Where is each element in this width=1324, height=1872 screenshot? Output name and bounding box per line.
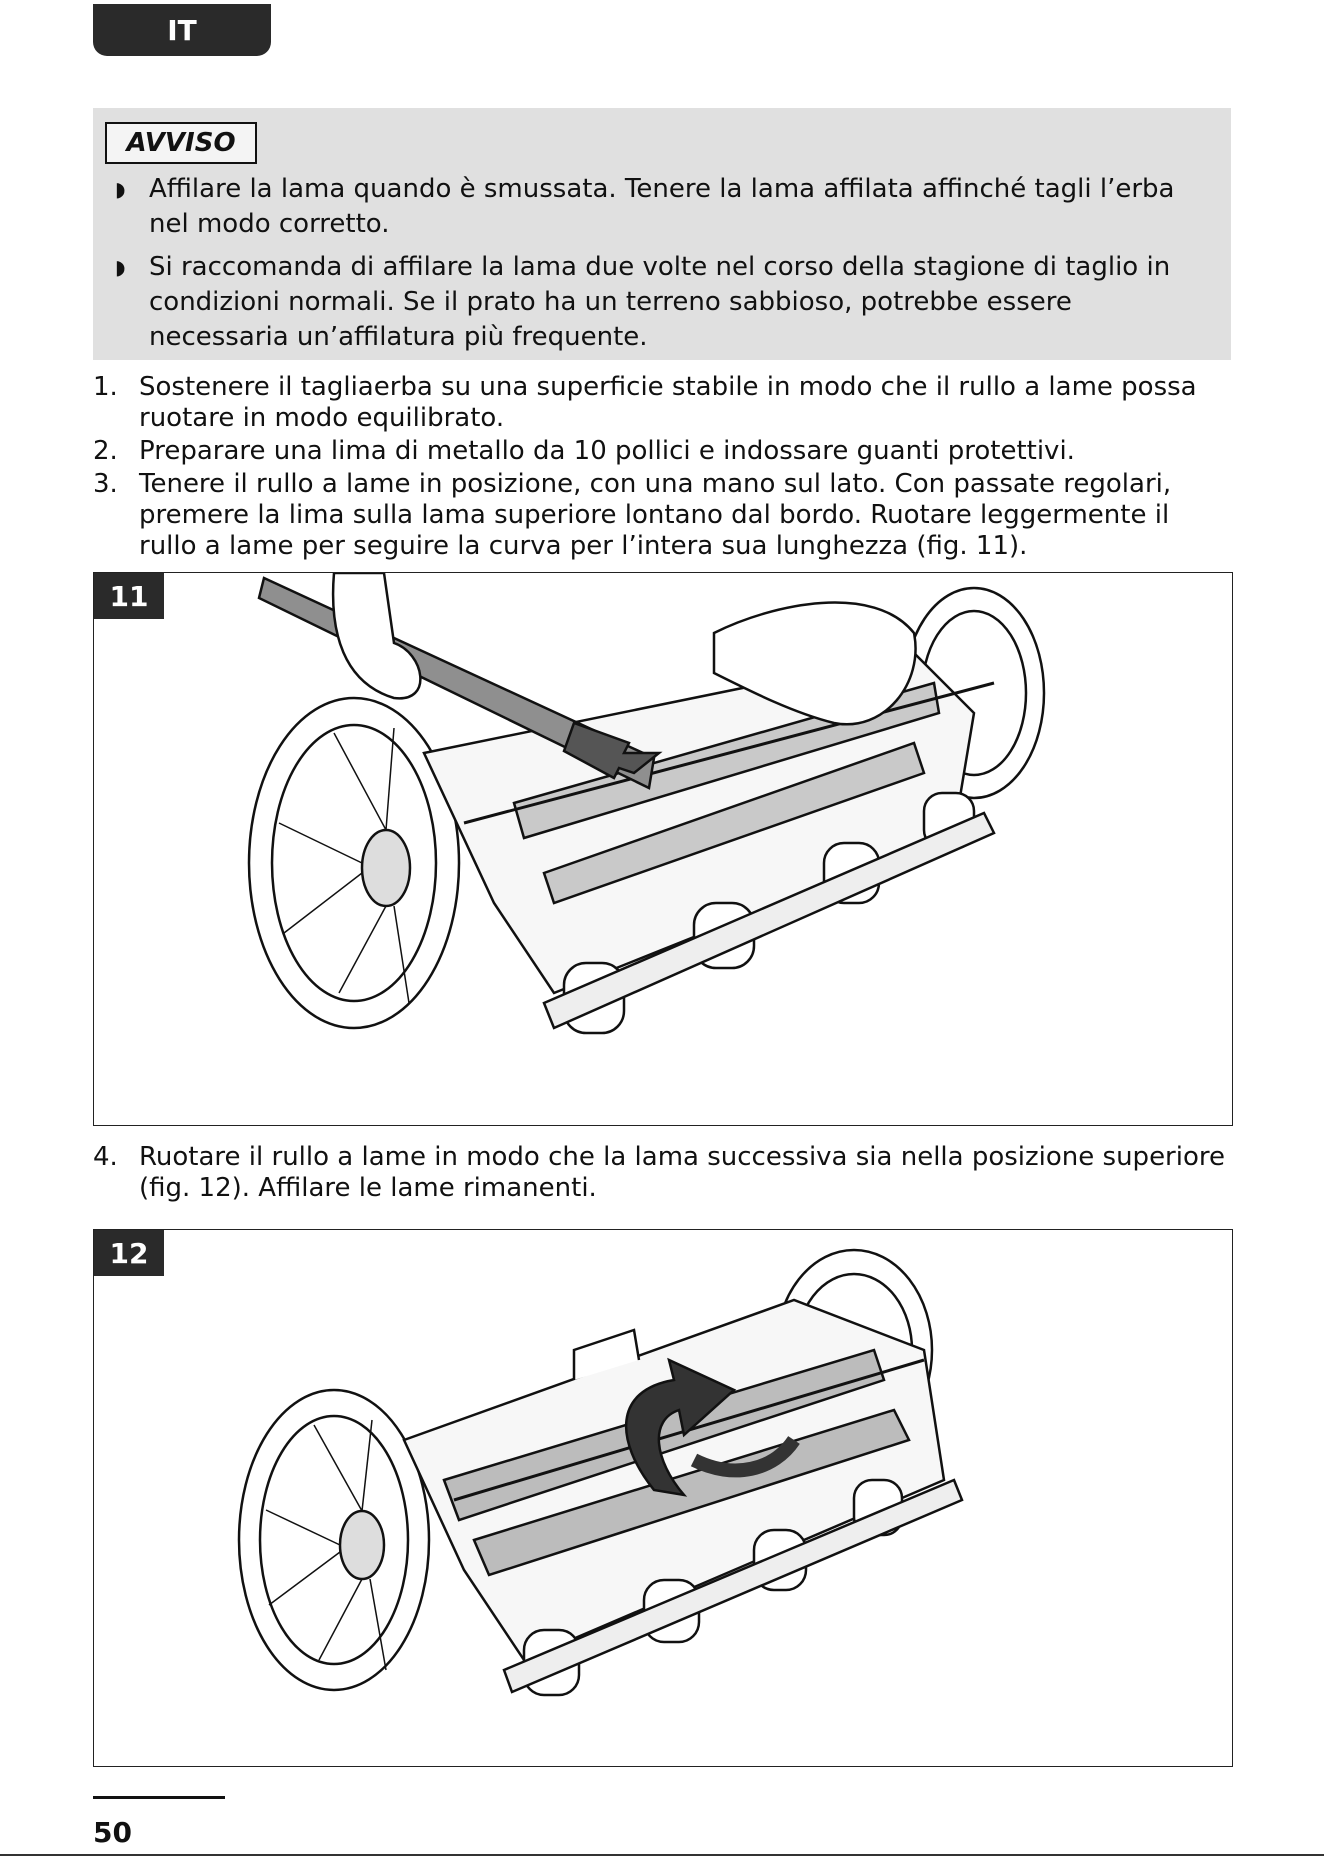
notice-item-text: Si raccomanda di affilare la lama due vo… — [149, 252, 1171, 352]
step-text: Preparare una lima di metallo da 10 poll… — [139, 436, 1075, 466]
steps-list: 4. Ruotare il rullo a lame in modo che l… — [93, 1142, 1233, 1206]
language-tab: IT — [93, 4, 271, 56]
notice-item-text: Affilare la lama quando è smussata. Tene… — [149, 174, 1175, 239]
step-item: 1. Sostenere il tagliaerba su una superf… — [93, 372, 1233, 434]
page-number: 50 — [93, 1816, 132, 1849]
notice-label: AVVISO — [105, 122, 257, 164]
step-text: Tenere il rullo a lame in posizione, con… — [139, 469, 1172, 561]
step-number: 2. — [93, 436, 118, 466]
step-number: 1. — [93, 372, 118, 402]
bullet-icon: ◗ — [115, 177, 126, 201]
figure-number: 12 — [94, 1230, 164, 1276]
step-text: Ruotare il rullo a lame in modo che la l… — [139, 1142, 1225, 1203]
step-item: 4. Ruotare il rullo a lame in modo che l… — [93, 1142, 1233, 1204]
notice-box: AVVISO ◗ Affilare la lama quando è smuss… — [93, 108, 1231, 360]
step-text: Sostenere il tagliaerba su una superfici… — [139, 372, 1197, 433]
notice-item: ◗ Affilare la lama quando è smussata. Te… — [93, 172, 1213, 242]
notice-item: ◗ Si raccomanda di affilare la lama due … — [93, 250, 1213, 355]
step-number: 4. — [93, 1142, 118, 1172]
mower-sharpening-illustration — [247, 573, 1046, 1035]
steps-list: 1. Sostenere il tagliaerba su una superf… — [93, 372, 1233, 564]
bullet-icon: ◗ — [115, 255, 126, 279]
mower-reel-rotation-illustration — [237, 1248, 964, 1697]
step-item: 2. Preparare una lima di metallo da 10 p… — [93, 436, 1233, 467]
footer-rule — [93, 1796, 225, 1799]
figure-number: 11 — [94, 573, 164, 619]
page-edge-line — [0, 1854, 1324, 1856]
figure-12: 12 — [93, 1229, 1233, 1767]
step-number: 3. — [93, 469, 118, 499]
step-item: 3. Tenere il rullo a lame in posizione, … — [93, 469, 1233, 562]
figure-11: 11 — [93, 572, 1233, 1126]
